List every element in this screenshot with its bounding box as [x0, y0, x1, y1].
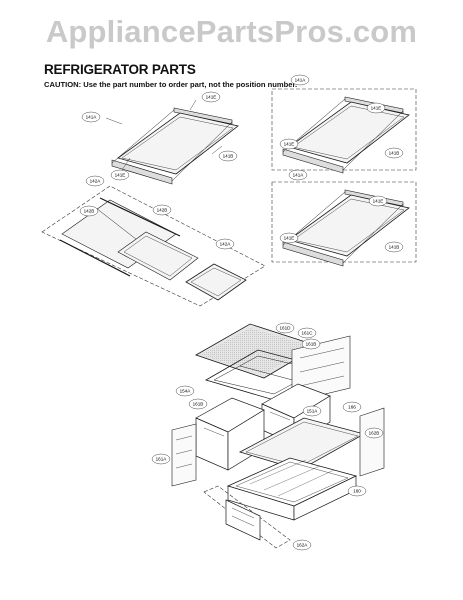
- callout-label: 166: [348, 405, 356, 410]
- callout-label: 141E: [373, 199, 384, 204]
- callout-label: 141E: [115, 173, 126, 178]
- callout-label: 161B: [306, 342, 317, 347]
- callout-label: 141B: [389, 151, 400, 156]
- callout-group-b: 142A 142B 142B 142A: [79, 175, 235, 250]
- callout-label: 162B: [369, 431, 380, 436]
- callout-label: 142A: [220, 242, 232, 247]
- callout-label: 142A: [90, 179, 102, 184]
- callout-group-a2: 141A 141E 141E 141B: [279, 74, 404, 159]
- callout-group-a1: 141A 141E 141E 141B: [81, 91, 238, 181]
- watermark: AppliancePartsPros.com: [45, 14, 418, 49]
- callout-label: 161A: [156, 457, 168, 462]
- callout-label: 141E: [284, 236, 295, 241]
- crisper-drawer-assembly: 161D 161C 161B 154A 161B 151A 166 162B 1…: [151, 322, 385, 551]
- callout-label: 161D: [280, 326, 292, 331]
- callout-label: 151A: [307, 409, 319, 414]
- callout-group-a3: 141A 141E 141E 141B: [279, 169, 404, 253]
- callout-label: 141B: [223, 154, 234, 159]
- callout-label: 161B: [193, 402, 204, 407]
- page-title: REFRIGERATOR PARTS: [44, 62, 196, 77]
- callout-label: 154A: [180, 389, 192, 394]
- callout-label: 141E: [284, 142, 295, 147]
- shelf-assembly-3: 141A 141E 141E 141B: [271, 169, 417, 267]
- callout-label: 160: [353, 489, 361, 494]
- split-shelf-assembly: 142A 142B 142B 142A: [41, 175, 266, 307]
- shelf-assembly-2: 141A 141E 141E 141B: [271, 74, 417, 174]
- callout-label: 141A: [86, 115, 98, 120]
- callout-label: 141E: [371, 106, 382, 111]
- caution-note: CAUTION: Use the part number to order pa…: [44, 80, 298, 89]
- callout-label: 142B: [84, 209, 95, 214]
- callout-label: 141A: [293, 173, 305, 178]
- callout-label: 161C: [302, 331, 314, 336]
- callout-label: 141E: [206, 95, 217, 100]
- callout-label: 142B: [157, 208, 168, 213]
- callout-label: 141B: [389, 245, 400, 250]
- shelf-assembly-1: 141A 141E 141E 141B: [81, 91, 239, 185]
- callout-label: 162A: [297, 543, 309, 548]
- callout-group-c: 161D 161C 161B 154A 161B 151A 166 162B 1…: [151, 322, 384, 551]
- callout-label: 141A: [295, 78, 307, 83]
